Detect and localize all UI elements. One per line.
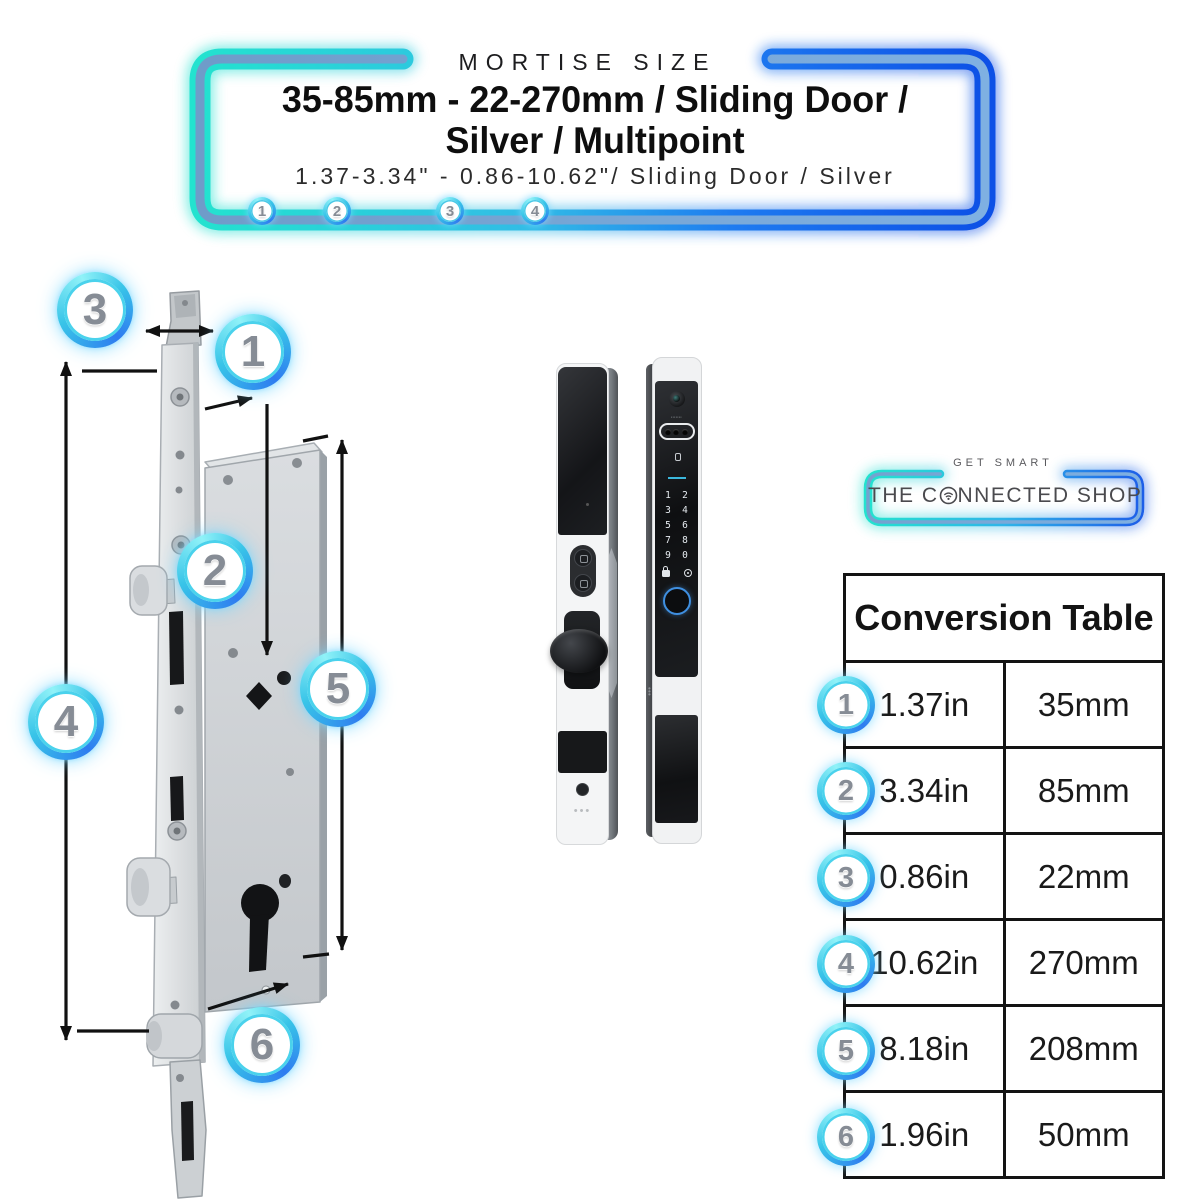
indoor-button-pill [570,545,596,597]
mm-cell: 85mm [1037,771,1130,809]
logo-tagline: GET SMART [953,457,1053,469]
doorbell-icon [683,569,692,577]
callout-2: 2 [177,533,253,609]
outdoor-side-dots: ••• [648,684,651,699]
fingerprint-reader-icon [662,587,691,615]
banner-title-line1: 35-85mm - 22-270mm / Sliding Door / [281,79,909,120]
wifi-o-icon [939,486,957,505]
table-row: 8.18in 208mm [846,1004,1162,1090]
mm-cell: 208mm [1028,1029,1139,1067]
outdoor-glass-panel: ▪▪▪▪▪▪▪ 1 2 3 4 5 6 7 8 9 0 [655,381,698,677]
callout-1: 1 [215,314,291,390]
sensor-window [658,423,695,440]
keypad-icon-row [661,566,692,577]
keypad-digit: 7 [665,535,671,546]
outdoor-brand-microtext: ▪▪▪▪▪▪▪ [671,415,682,419]
keypad-digit: 5 [665,520,671,531]
table-row: 0.86in 22mm [846,832,1162,918]
smart-lock-indoor-photo: ••• [550,363,618,845]
table-row: 1.96in 50mm [846,1090,1162,1176]
banner-marker-4: 4 [521,197,549,225]
keypad-digit: 1 [665,490,671,501]
callout-6: 6 [224,1007,300,1083]
table-badge-2: 2 [817,762,875,820]
logo-frame [861,467,1147,529]
banner-eyebrow: MORTISE SIZE [458,49,717,75]
inches-cell: 10.62in [846,921,1006,1004]
keypad-digit: 8 [682,535,688,546]
inches-cell: 3.34in [846,749,1006,832]
inches-cell: 1.37in [846,663,1006,746]
brand-text-right: NNECTED SHOP [957,484,1143,507]
table-badge-4: 4 [817,935,875,993]
table-badge-6: 6 [817,1108,875,1166]
indoor-bottom-button [576,783,589,796]
smart-lock-outdoor-photo: ▪▪▪▪▪▪▪ 1 2 3 4 5 6 7 8 9 0 ••• [646,357,702,844]
banner-frame [186,45,999,234]
banner-marker-1: 1 [248,197,276,225]
indoor-mic-hole [586,503,589,506]
indoor-speaker-dots: ••• [573,805,592,817]
keypad-digit: 6 [682,520,688,531]
banner-title-line2: Silver / Multipoint [445,120,745,161]
inches-cell: 0.86in [846,835,1006,918]
keypad-digit: 4 [682,505,688,516]
table-row: 10.62in 270mm [846,918,1162,1004]
conversion-table-title: Conversion Table [854,597,1154,638]
table-badge-1: 1 [817,676,875,734]
indoor-thumbturn-knob [550,629,608,673]
doorbell-camera-mic-icon [674,453,681,461]
outdoor-side-edge [646,364,656,837]
outdoor-bottom-panel [655,715,698,823]
banner-title: 35-85mm - 22-270mm / Sliding Door / Silv… [217,79,974,161]
banner-marker-3: 3 [436,197,464,225]
callout-5: 5 [300,651,376,727]
unlock-button-icon [574,574,592,592]
table-badge-3: 3 [817,849,875,907]
lock-button-icon [574,549,592,567]
camera-icon [668,391,685,407]
inches-cell: 1.96in [846,1093,1006,1176]
mm-cell: 270mm [1028,943,1139,981]
indoor-handle-groove [606,548,617,698]
keypad-digit: 0 [682,550,688,561]
banner-subtitle: 1.37-3.34" - 0.86-10.62"/ Sliding Door /… [295,163,895,189]
banner-marker-2: 2 [323,197,351,225]
brand-text-left: THE C [868,484,939,507]
mm-cell: 22mm [1037,857,1130,895]
keypad-digit: 3 [665,505,671,516]
brand-logo: THE C NNECTED SHOP [868,484,1143,508]
table-badge-5: 5 [817,1022,875,1080]
keypad-digit: 2 [682,490,688,501]
keypad: 1 2 3 4 5 6 7 8 9 0 [660,489,694,563]
mm-cell: 50mm [1037,1115,1130,1153]
table-row: 3.34in 85mm [846,746,1162,832]
mm-cell: 35mm [1037,685,1130,723]
table-row: 1.37in 35mm [846,660,1162,746]
inches-cell: 8.18in [846,1007,1006,1090]
callout-4: 4 [28,684,104,760]
conversion-table: Conversion Table 1.37in 35mm 3.34in 85mm… [817,573,1165,1179]
keypad-digit: 9 [665,550,671,561]
indoor-bottom-panel [558,731,607,773]
indoor-top-panel [558,367,607,535]
lock-icon [661,566,670,577]
callout-3: 3 [57,272,133,348]
status-light [667,477,686,479]
